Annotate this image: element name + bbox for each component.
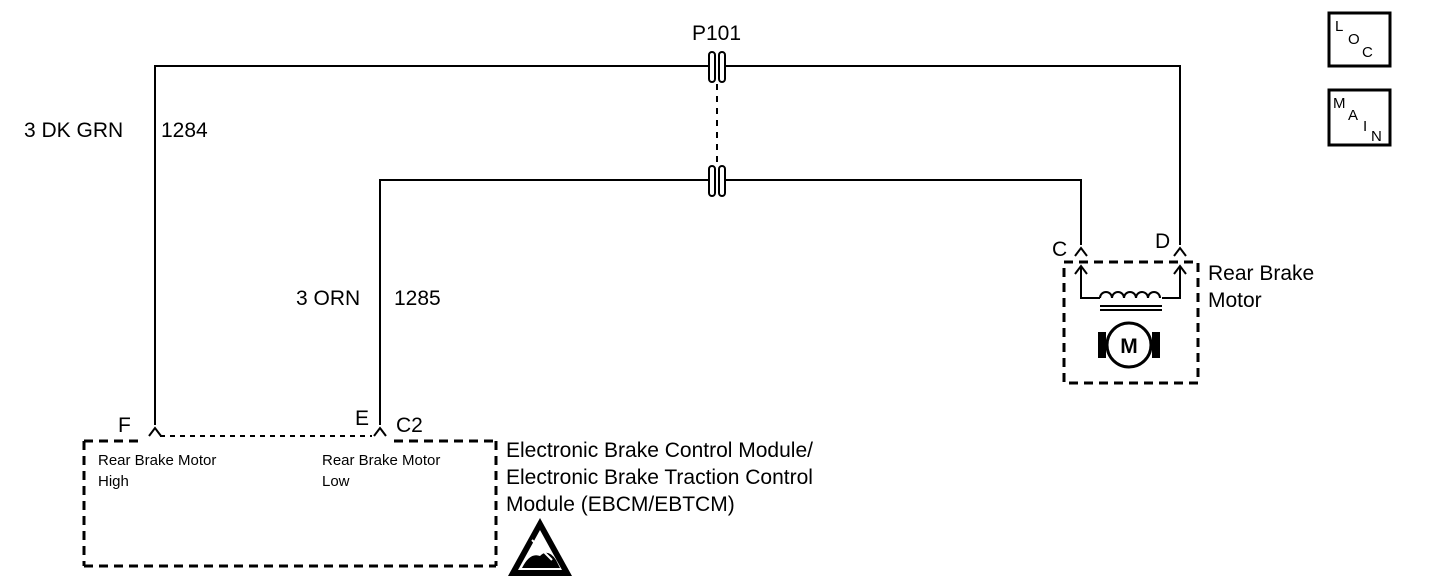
svg-text:L: L <box>1335 18 1343 35</box>
module-box <box>82 435 498 568</box>
wire-high-circuit-label: 1284 <box>161 119 208 142</box>
motor-symbol-icon <box>1098 321 1160 369</box>
connector-p101-lower <box>708 165 726 197</box>
motor-box <box>1062 260 1200 385</box>
module-pin-e-terminal <box>373 426 387 437</box>
motor-symbol-label: M <box>1120 335 1138 358</box>
module-pin-high-label-line2: High <box>98 473 129 490</box>
svg-text:A: A <box>1348 107 1358 124</box>
main-icon[interactable]: M A I N <box>1327 88 1392 147</box>
svg-text:N: N <box>1371 128 1382 145</box>
svg-text:M: M <box>1333 95 1346 112</box>
module-pin-e-label: E <box>355 407 369 430</box>
svg-text:C: C <box>1362 44 1373 61</box>
wire-low-color-label: 3 ORN <box>296 287 360 310</box>
motor-pin-c-label: C <box>1052 238 1067 261</box>
svg-text:I: I <box>1363 118 1367 135</box>
module-connector-label: C2 <box>396 414 423 437</box>
wire-high <box>154 65 710 425</box>
wire-low-circuit-label: 1285 <box>394 287 441 310</box>
module-pin-f-terminal <box>148 426 162 437</box>
wire-low-right <box>726 179 1082 245</box>
module-name-line1: Electronic Brake Control Module/ <box>506 439 813 462</box>
motor-pin-c-terminal <box>1074 246 1088 257</box>
wire-high-right <box>726 65 1181 245</box>
motor-name-line2: Motor <box>1208 289 1262 312</box>
module-pin-f-label: F <box>118 414 131 437</box>
connector-p101-upper <box>708 51 726 83</box>
motor-name-line1: Rear Brake <box>1208 262 1314 285</box>
wire-high-color-label: 3 DK GRN <box>24 119 123 142</box>
motor-pin-d-terminal <box>1173 246 1187 257</box>
connector-p101-label: P101 <box>692 22 741 45</box>
module-pin-low-label-line2: Low <box>322 473 350 490</box>
wire-low <box>379 179 710 425</box>
motor-pin-d-label: D <box>1155 230 1170 253</box>
module-pin-low-label-line1: Rear Brake Motor <box>322 452 440 469</box>
esd-warning-icon <box>508 518 572 576</box>
module-pin-high-label-line1: Rear Brake Motor <box>98 452 216 469</box>
module-name-line3: Module (EBCM/EBTCM) <box>506 493 735 516</box>
svg-text:O: O <box>1348 31 1360 48</box>
motor-internal-wiring <box>1074 264 1187 311</box>
module-name-line2: Electronic Brake Traction Control <box>506 466 813 489</box>
loc-icon[interactable]: L O C <box>1327 11 1392 68</box>
